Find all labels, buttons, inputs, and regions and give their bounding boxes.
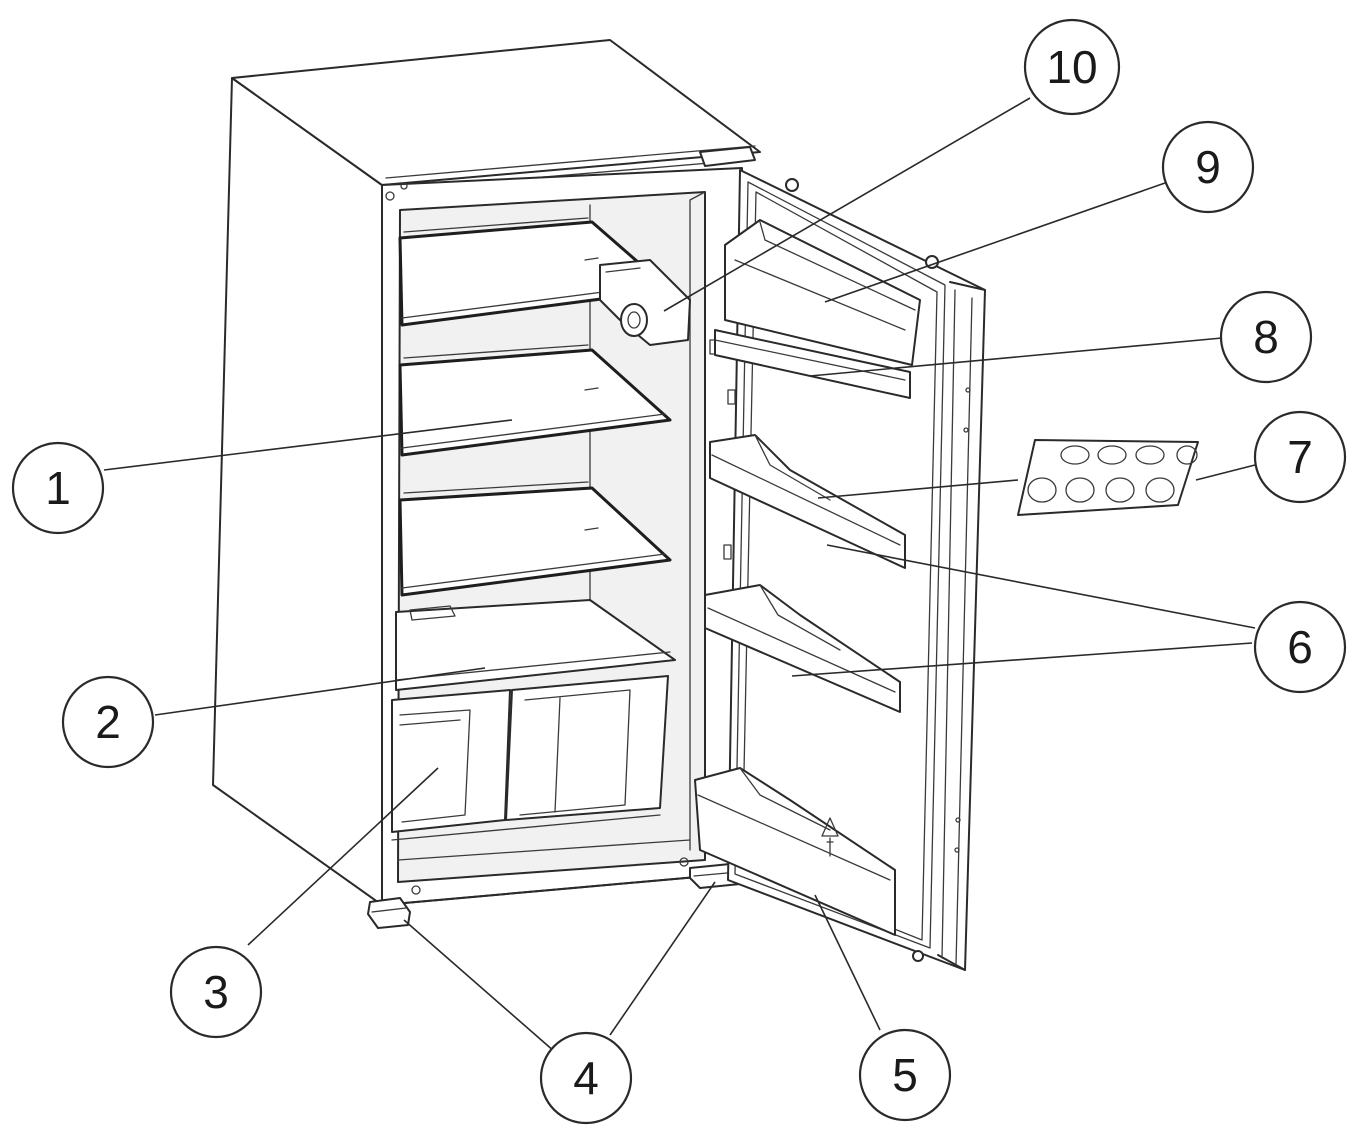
leader-line-4b xyxy=(609,881,716,1036)
leader-line-7b xyxy=(817,479,1019,499)
leader-line-3 xyxy=(247,767,439,946)
callout-6: 6 xyxy=(1253,600,1347,694)
bottle-shelf xyxy=(694,767,896,936)
callout-label-1: 1 xyxy=(45,462,71,514)
callout-label-10: 10 xyxy=(1046,41,1097,93)
leader-lines xyxy=(103,97,1256,1053)
callout-10: 10 xyxy=(1023,18,1121,116)
callout-label-2: 2 xyxy=(95,696,121,748)
callout-8: 8 xyxy=(1219,290,1313,384)
leader-line-10 xyxy=(663,97,1031,312)
glass-shelves xyxy=(398,217,672,597)
leader-line-7a xyxy=(1195,464,1256,481)
door-shelf-lower xyxy=(704,584,901,713)
callout-label-9: 9 xyxy=(1195,141,1221,193)
leader-line-6a xyxy=(826,544,1256,629)
leader-line-1 xyxy=(103,419,513,471)
callout-label-8: 8 xyxy=(1253,311,1279,363)
door-shelf-top xyxy=(714,329,911,399)
door-shelf-middle xyxy=(709,434,906,569)
callout-label-5: 5 xyxy=(892,1049,918,1101)
callout-7: 7 xyxy=(1253,410,1347,504)
callout-label-7: 7 xyxy=(1287,431,1313,483)
leader-line-9 xyxy=(824,182,1166,303)
callout-2: 2 xyxy=(61,675,155,769)
callout-label-6: 6 xyxy=(1287,621,1313,673)
leader-line-6b xyxy=(791,642,1253,677)
leader-line-2 xyxy=(154,667,486,716)
dairy-compartment xyxy=(724,219,921,366)
thermostat-light-housing xyxy=(599,259,691,346)
leader-line-4a xyxy=(403,919,556,1053)
leader-line-8 xyxy=(809,337,1223,377)
callout-4: 4 xyxy=(539,1031,633,1125)
leveling-feet xyxy=(367,863,743,929)
callout-1: 1 xyxy=(11,441,105,535)
callout-3: 3 xyxy=(169,945,263,1039)
callout-label-4: 4 xyxy=(573,1052,599,1104)
callout-5: 5 xyxy=(858,1028,952,1122)
callout-label-3: 3 xyxy=(203,966,229,1018)
vegetable-drawers xyxy=(391,675,669,841)
leader-line-5 xyxy=(814,894,881,1031)
egg-tray xyxy=(1017,439,1199,516)
crisper-cover xyxy=(395,599,676,691)
callout-9: 9 xyxy=(1161,120,1255,214)
